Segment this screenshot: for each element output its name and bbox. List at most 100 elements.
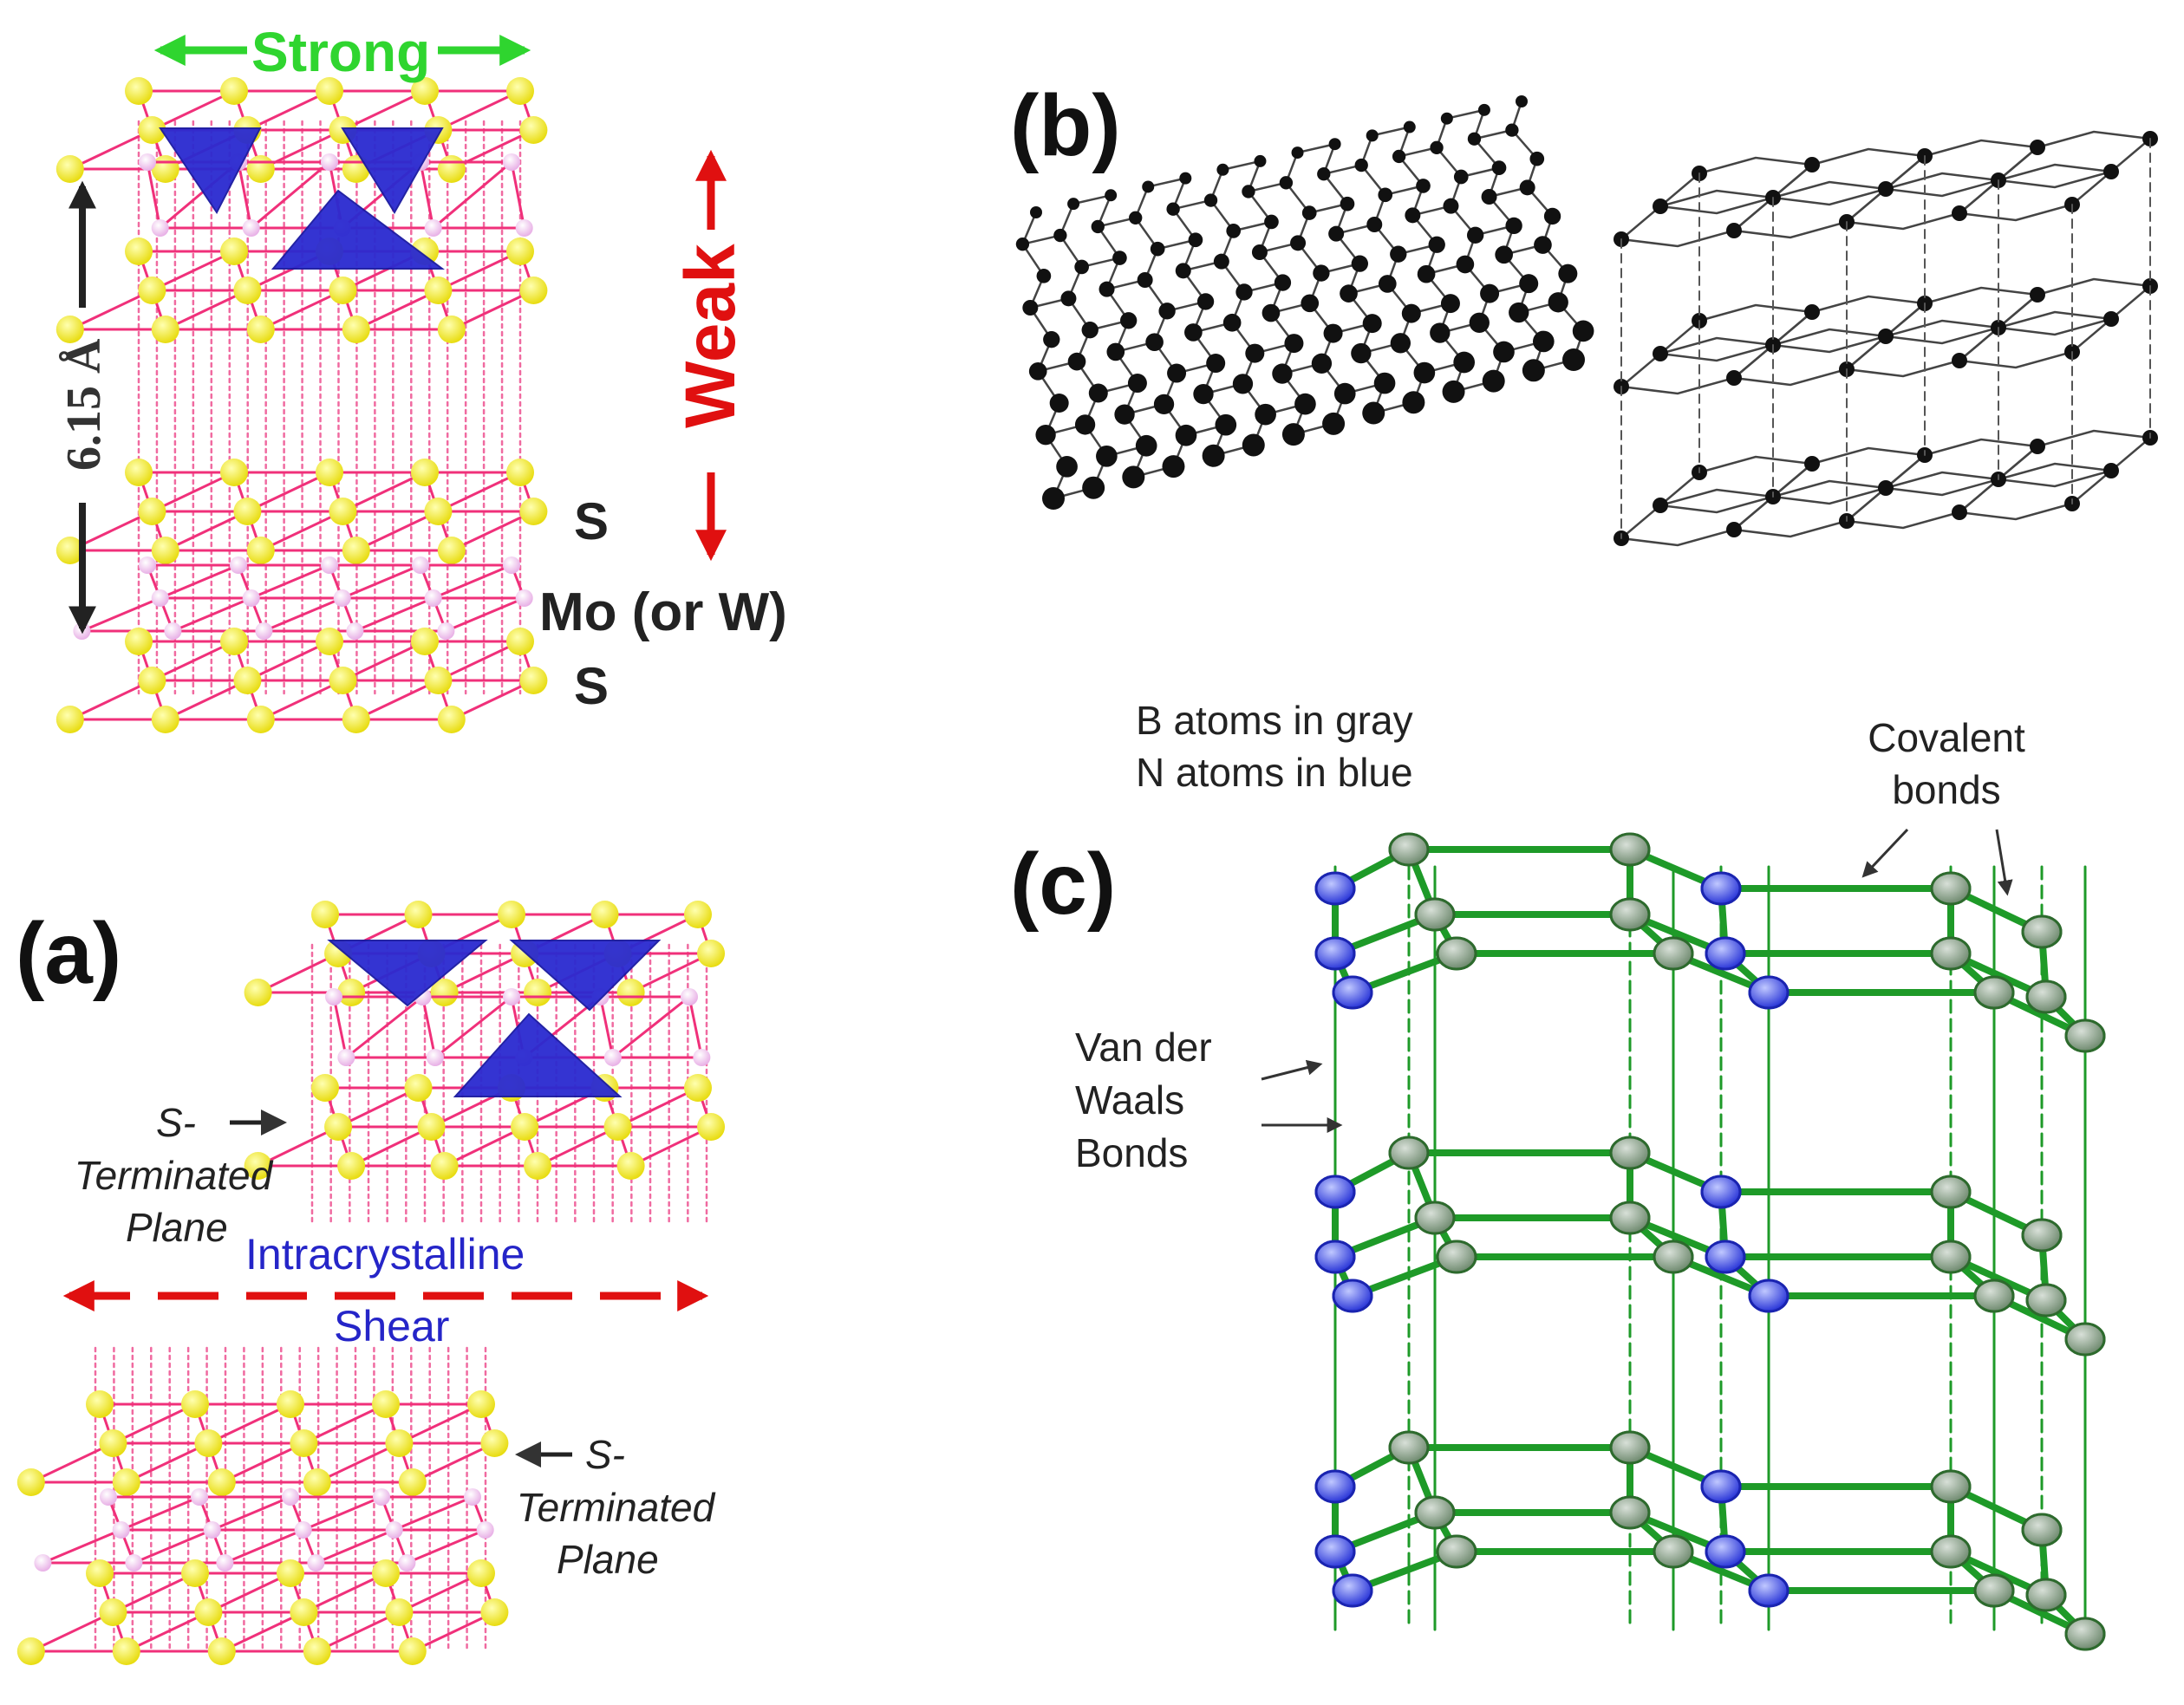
sulfur-atom [303,1637,331,1665]
carbon-atom [1469,312,1490,333]
bond [443,952,526,994]
vdw-line3: Bonds [1075,1130,1189,1176]
bond [68,289,153,331]
sulfur-atom [684,1074,712,1102]
carbon-atom [1562,348,1585,371]
sulfur-atom [616,1152,645,1180]
sulfur-atom [125,459,153,486]
carbon-atom [1179,172,1192,185]
molybdenum-atom [346,622,364,640]
bond [159,563,240,600]
sulfur-top-label: S [574,492,610,550]
carbon-atom [1548,292,1568,313]
hexagon-ring [1658,156,1815,215]
sulfur-atom [86,1559,114,1587]
bond [237,160,253,230]
carbon-atom [1106,342,1125,361]
molybdenum-atom [603,1049,622,1066]
bond [302,1402,388,1445]
nitrogen-atom [1314,1534,1356,1569]
hexagon-ring [1731,479,1888,538]
bond [262,596,344,633]
molybdenum-atom [325,988,342,1005]
bond [220,1441,305,1484]
boron-atom [1388,1136,1430,1170]
carbon-atom [1572,320,1594,342]
boron-atom [1930,1175,1972,1209]
molybdenum-atom [681,988,698,1005]
carbon-atom [1403,120,1416,133]
bond [536,1125,620,1168]
carbon-atom [1362,314,1382,334]
bond [436,471,522,513]
vdw-line1: Van der [1075,1025,1212,1070]
bond [450,510,535,552]
molybdenum-atom [437,622,455,640]
bond [444,596,526,633]
molybdenum-atom [321,556,338,574]
sulfur-atom [125,238,153,265]
carbon-atom [1328,138,1341,151]
sulfur-atom [233,277,262,304]
lower-plane-label: S- Terminated Plane [486,1428,746,1586]
boron-atom [2064,1617,2106,1651]
carbon-atom [1262,303,1281,322]
bond [436,640,522,682]
hexagon-ring [1658,455,1815,514]
hexagon-ring [1619,336,1776,395]
bond [341,640,427,682]
molybdenum-atom [151,219,169,237]
sulfur-atom [337,1152,366,1180]
carbon-atom [1430,322,1451,343]
bond [111,1402,197,1445]
molybdenum-atom [412,556,429,574]
carbon-atom [1505,217,1522,235]
molybdenum-atom [503,988,520,1005]
carbon-atom [1145,333,1164,352]
bond [443,1125,526,1168]
carbon-atom [1215,413,1237,436]
carbon-atom [1060,290,1077,307]
carbon-bond [1371,126,1411,137]
sulfur-atom [524,1152,552,1180]
sulfur-atom [506,628,534,655]
bond [314,1528,396,1565]
carbon-atom [1405,207,1421,224]
carbon-atom [1952,504,1967,520]
carbon-atom [1456,255,1475,274]
carbon-atom [1254,154,1267,167]
carbon-atom [1443,198,1459,214]
nitrogen-atom [1332,1573,1373,1608]
sulfur-atom [524,979,552,1006]
bond [164,510,249,552]
carbon-atom [1036,269,1052,283]
bond [245,89,331,132]
carbon-atom [1251,244,1268,260]
carbon-atom [1035,425,1056,446]
boron-atom [1609,1430,1651,1465]
carbon-atom [1049,394,1069,413]
carbon-atom [1279,176,1294,190]
bond [341,89,427,132]
bond [411,1441,496,1484]
nitrogen-atom [1748,1573,1790,1608]
carbon-atom [1193,383,1214,405]
sulfur-atom [697,1113,726,1141]
bond [150,471,236,513]
hexagon-ring [1770,446,1927,505]
bond [421,995,437,1059]
carbon-atom [1467,132,1482,146]
sulfur-atom [220,77,248,105]
sulfur-atom [697,940,726,967]
carbon-atom [1442,380,1465,403]
bond [332,995,348,1059]
boron-atom [1609,1495,1651,1530]
sulfur-atom [316,628,343,655]
molybdenum-atom [385,1521,403,1539]
carbon-atom [1333,382,1356,405]
hexagon-ring [1619,189,1776,248]
carbon-atom [1242,185,1255,198]
carbon-atom [1482,369,1505,393]
carbon-atom [1290,235,1307,251]
carbon-atom [1340,196,1355,211]
